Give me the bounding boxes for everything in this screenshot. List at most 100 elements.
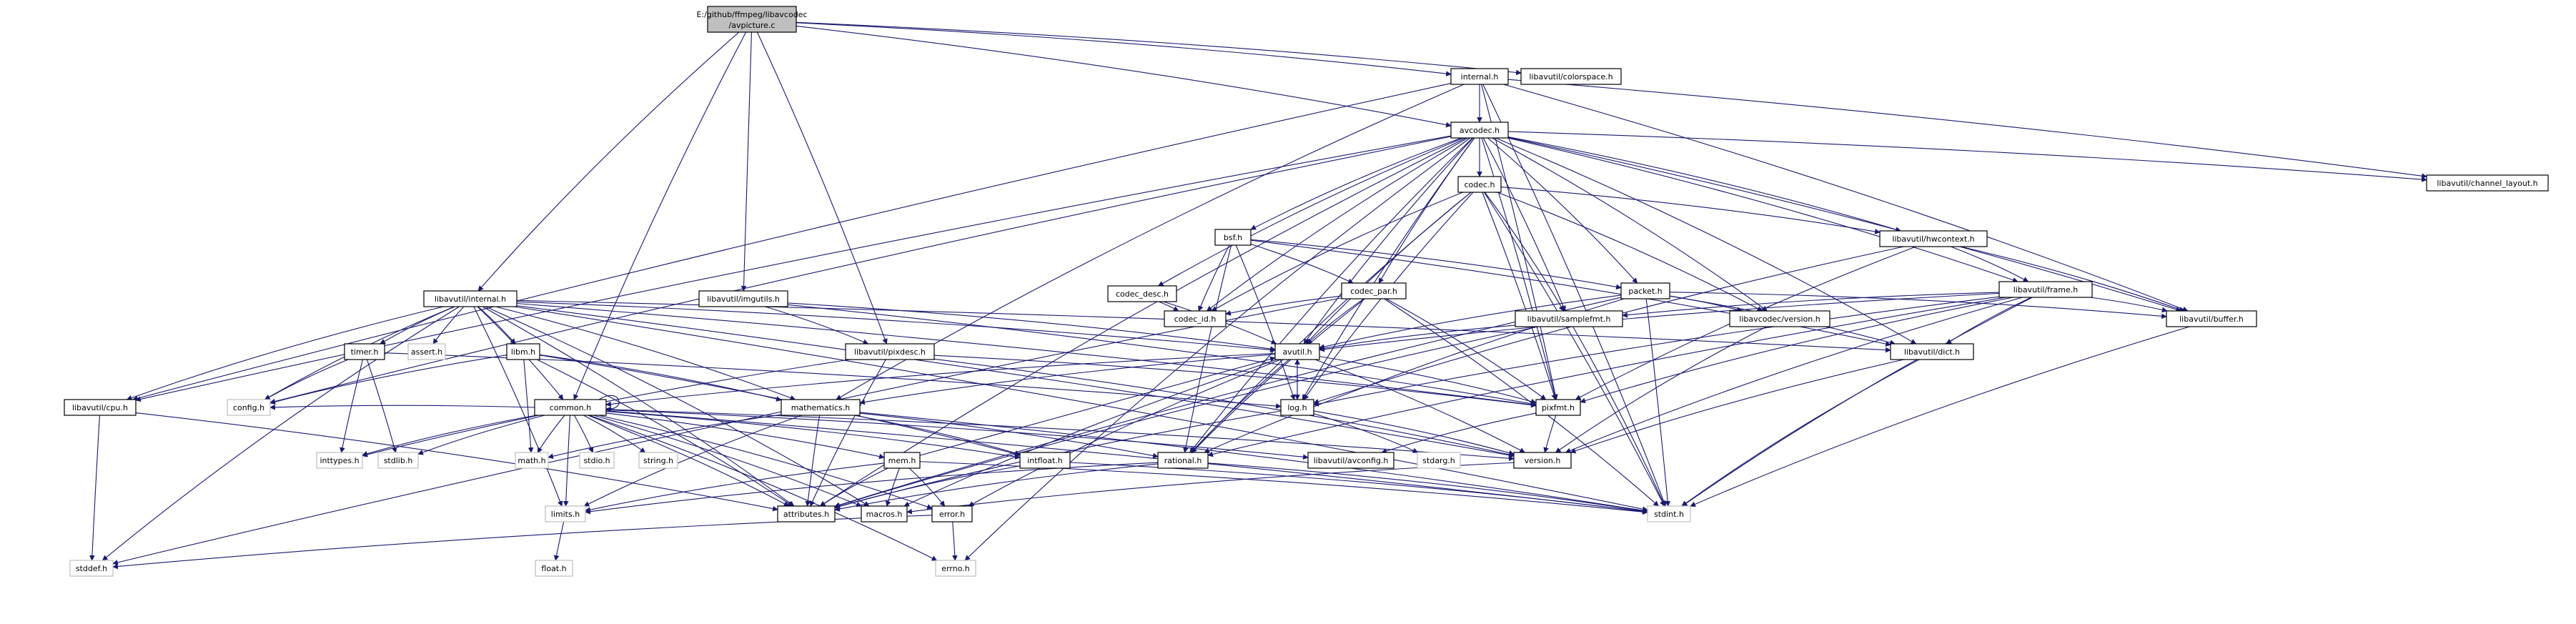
node-label: libavutil/imgutils.h	[707, 294, 780, 304]
edge-avcodec-to-pixfmt	[1481, 137, 1557, 400]
node-label: limits.h	[551, 510, 580, 519]
node-label: timer.h	[351, 347, 379, 357]
edge-pixdesc-to-pixfmt	[933, 355, 1537, 408]
node-mem[interactable]: mem.h	[883, 452, 921, 469]
node-lcversion[interactable]: libavcodec/version.h	[1729, 310, 1831, 327]
edge-avutil-to-common	[605, 352, 1276, 407]
node-label: internal.h	[1461, 72, 1499, 81]
node-version[interactable]: version.h	[1513, 452, 1572, 469]
edge-packet-to-avutil	[1319, 294, 1622, 350]
edge-avutil-to-rational	[1191, 359, 1289, 453]
node-hwcontext[interactable]: libavutil/hwcontext.h	[1879, 230, 1988, 247]
node-label: libavutil/samplefmt.h	[1527, 315, 1611, 324]
edge-frame-to-pixfmt	[1580, 297, 2013, 404]
node-internal[interactable]: internal.h	[1450, 68, 1509, 85]
edge-lintern-to-stdint	[514, 306, 1648, 512]
node-error[interactable]: error.h	[931, 505, 973, 523]
edge-codec-to-lcversion	[1497, 192, 1763, 312]
node-packet[interactable]: packet.h	[1620, 282, 1670, 299]
node-mathematics[interactable]: mathematics.h	[781, 399, 861, 416]
node-chlayout[interactable]: libavutil/channel_layout.h	[2426, 174, 2549, 192]
edge-avcodec-to-errno	[964, 137, 1471, 561]
node-label: libavutil/hwcontext.h	[1892, 234, 1974, 244]
edge-common-to-attributes	[588, 415, 790, 507]
node-colorspace[interactable]: libavutil/colorspace.h	[1520, 68, 1622, 85]
node-stdio: stdio.h	[579, 452, 615, 469]
node-label: float.h	[541, 564, 566, 573]
node-label: libavutil/dict.h	[1904, 347, 1960, 357]
edge-packet-to-stdint	[1645, 298, 1671, 507]
edge-avcodec-to-cpu	[135, 135, 1452, 402]
edge-avcodec-to-avutil	[1303, 137, 1474, 345]
node-float: float.h	[535, 560, 573, 577]
node-intfloat[interactable]: intfloat.h	[1019, 452, 1071, 469]
node-label: libavutil/internal.h	[435, 294, 506, 304]
edge-codec_par-to-pixfmt	[1386, 298, 1547, 400]
edge-avcodec-to-codec_desc	[1158, 137, 1464, 287]
edge-avcodec-to-codec_par	[1378, 137, 1475, 284]
node-limits: limits.h	[545, 505, 586, 523]
node-label: errno.h	[941, 564, 969, 573]
edge-samplefmt-to-attributes	[834, 326, 1539, 508]
root-path-line-1: E:/github/ffmpeg/libavcodec	[697, 10, 808, 19]
node-codec-par[interactable]: codec_par.h	[1341, 282, 1407, 299]
edge-internal-to-buffer	[1503, 84, 2189, 312]
edge-timer-to-config	[264, 359, 349, 400]
edge-limits-to-float	[553, 521, 565, 561]
node-buffer[interactable]: libavutil/buffer.h	[2166, 310, 2257, 327]
node-samplefmt[interactable]: libavutil/samplefmt.h	[1515, 310, 1623, 327]
node-avpicture-c[interactable]: E:/github/ffmpeg/libavcodec /avpicture.c	[697, 6, 808, 33]
edge-codec-to-stdint	[1483, 192, 1665, 507]
node-codec-id[interactable]: codec_id.h	[1164, 310, 1227, 327]
edge-common-to-limits	[563, 415, 571, 507]
node-timer[interactable]: timer.h	[344, 343, 385, 360]
node-common[interactable]: common.h	[534, 399, 607, 416]
node-macros[interactable]: macros.h	[861, 505, 908, 523]
edge-root-to-lintern	[477, 31, 740, 292]
node-avconfig[interactable]: libavutil/avconfig.h	[1307, 452, 1394, 469]
edge-frame-to-version	[1565, 297, 2023, 453]
edge-bsf-to-rational	[1183, 244, 1232, 453]
node-dict[interactable]: libavutil/dict.h	[1890, 343, 1974, 360]
edge-libm-to-attributes	[536, 359, 793, 507]
node-libm[interactable]: libm.h	[506, 343, 540, 360]
edge-mathematics-to-attributes	[805, 415, 821, 507]
edge-hwcontext-to-frame	[1951, 246, 2029, 282]
edge-pixfmt-to-avconfig	[1381, 412, 1537, 454]
edge-mathematics-to-intfloat	[853, 415, 1021, 456]
node-codec[interactable]: codec.h	[1457, 176, 1502, 193]
edge-frame-to-samplefmt	[1622, 292, 2000, 318]
edge-avutil-to-mathematics	[859, 354, 1276, 405]
edge-lintern-to-pixfmt	[516, 302, 1537, 407]
node-pixdesc[interactable]: libavutil/pixdesc.h	[845, 343, 935, 360]
edge-lintern-to-assert	[432, 306, 465, 345]
node-cpu[interactable]: libavutil/cpu.h	[64, 399, 137, 416]
node-pixfmt[interactable]: pixfmt.h	[1535, 399, 1581, 416]
edge-mathematics-to-limits	[583, 415, 802, 507]
node-frame[interactable]: libavutil/frame.h	[1998, 281, 2093, 298]
edge-internal-to-stdint	[1482, 84, 1667, 507]
node-lintern[interactable]: libavutil/internal.h	[423, 290, 517, 307]
edge-avutil-to-pixfmt	[1319, 356, 1537, 405]
edge-common-to-errno	[589, 415, 938, 561]
node-attributes[interactable]: attributes.h	[777, 505, 836, 523]
node-avutil[interactable]: avutil.h	[1274, 343, 1320, 360]
node-imgutils[interactable]: libavutil/imgutils.h	[698, 290, 788, 307]
node-avcodec[interactable]: avcodec.h	[1450, 122, 1509, 139]
edge-avcodec-to-dict	[1495, 137, 1917, 345]
node-bsf[interactable]: bsf.h	[1214, 229, 1252, 246]
node-rational[interactable]: rational.h	[1157, 452, 1209, 469]
edge-lintern-to-attributes	[482, 306, 795, 507]
node-codec-desc[interactable]: codec_desc.h	[1107, 285, 1177, 302]
edge-common-to-inttypes	[362, 415, 537, 457]
node-label: attributes.h	[783, 510, 829, 519]
edge-frame-to-buffer	[2090, 297, 2168, 313]
node-label: common.h	[550, 403, 591, 412]
node-log[interactable]: log.h	[1280, 399, 1314, 416]
edge-lintern-to-version	[516, 305, 1515, 458]
node-label: version.h	[1525, 456, 1561, 465]
edge-common-to-math	[537, 415, 565, 453]
edge-avcodec-to-lcversion	[1492, 137, 1768, 312]
edge-codec-to-hwcontext	[1500, 187, 1881, 234]
